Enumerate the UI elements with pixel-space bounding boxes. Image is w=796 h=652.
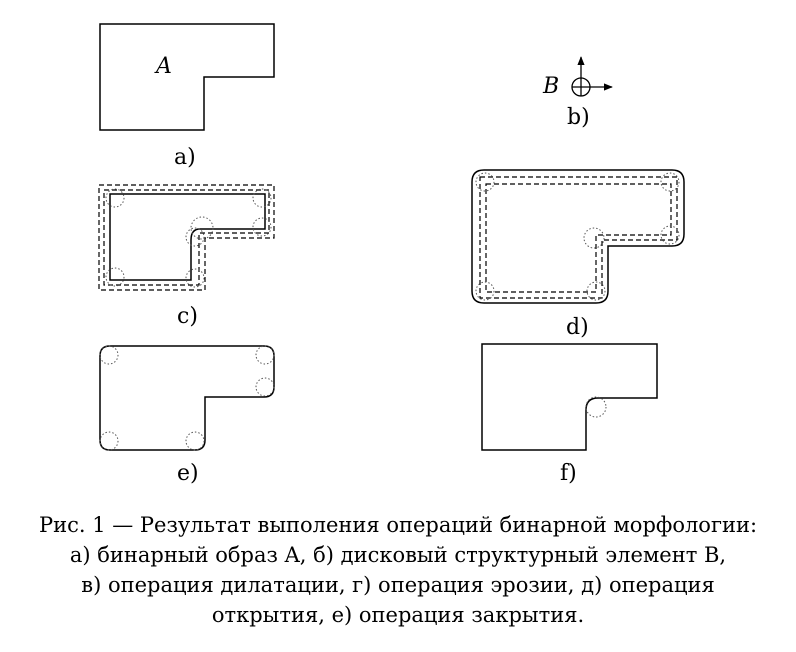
erosion-outer-shape: [471, 169, 685, 304]
caption-line: а) бинарный образ A, б) дисковый структу…: [69, 543, 727, 567]
opening-shape: [99, 345, 275, 451]
caption-line: открытия, е) операция закрытия.: [211, 603, 585, 627]
caption-line: Рис. 1 — Результат выполения операций би…: [38, 513, 758, 537]
dilation-inner-dashed: [103, 189, 270, 286]
element-b-label: B: [543, 74, 560, 99]
set-a-label: A: [156, 54, 172, 79]
panel-b-structuring-element: [571, 56, 613, 97]
figure-caption: Рис. 1 — Результат выполения операций би…: [0, 510, 796, 630]
subfigure-label-e: e): [177, 461, 199, 486]
panel-d-erosion: [471, 169, 685, 304]
erosion-dashed-inner: [485, 183, 672, 293]
subfigure-label-f: f): [560, 461, 577, 486]
panel-f-closing: [481, 343, 658, 451]
panel-c-dilation: [98, 184, 275, 291]
dilation-outer-dashed: [98, 184, 275, 291]
panel-e-opening: [99, 345, 275, 451]
original-shape: [109, 193, 266, 281]
subfigure-label-b: b): [567, 105, 590, 130]
subfigure-label-c: c): [177, 304, 198, 329]
subfigure-label-d: d): [566, 315, 589, 340]
erosion-dashed-outer: [479, 176, 678, 299]
subfigure-label-a: a): [174, 145, 196, 170]
caption-line: в) операция дилатации, г) операция эрози…: [81, 573, 715, 597]
closing-shape: [481, 343, 658, 451]
panel-a-shape: [99, 23, 275, 131]
